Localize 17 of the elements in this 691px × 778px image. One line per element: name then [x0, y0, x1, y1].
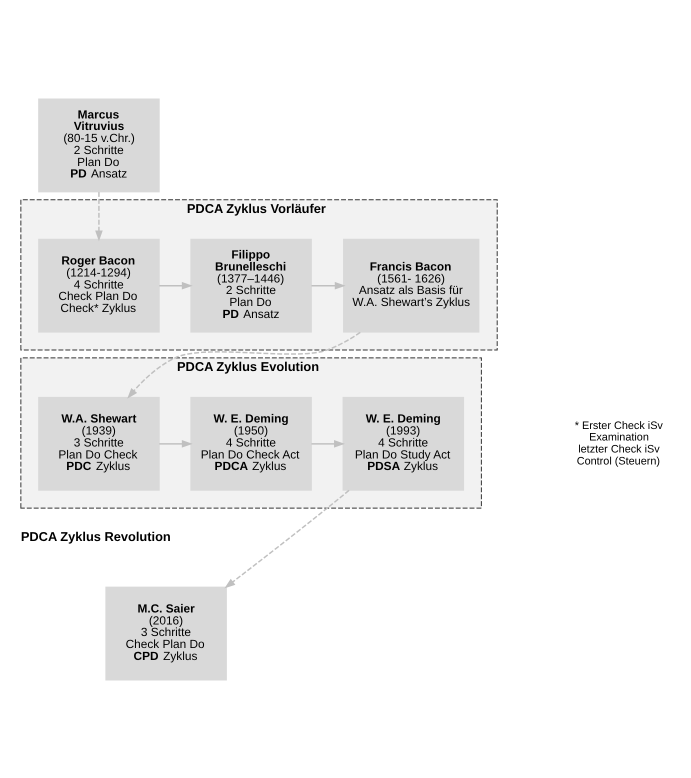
node-box: M.C. Saier (2016) 3 Schritte Check Plan Do CPD Zyklus [105, 586, 227, 680]
node-box: W. E. Deming (1950) 4 Schritte Plan Do Check Act PDCA Zyklus [190, 396, 312, 490]
arrow [311, 281, 346, 290]
arrow [159, 440, 193, 448]
node-text: PDCA Zyklus Revolution [20, 528, 171, 544]
node-box: Roger Bacon (1214-1294) 4 Schritte Check Plan Do Check* Zyklus [38, 238, 160, 332]
arrow [311, 440, 345, 448]
node-box: Francis Bacon (1561- 1626) Ansatz als Basis für W.A. Shewart’s Zyklus [343, 238, 480, 332]
label: * Erster Check iSv Examination letzter Check iSv Control (Steuern) [574, 419, 663, 467]
node-box: W. E. Deming (1993) 4 Schritte Plan Do Study Act PDSA Zyklus [342, 396, 464, 490]
arrow [224, 489, 350, 588]
node-box: W.A. Shewart (1939) 3 Schritte Plan Do Check PDC Zyklus [38, 396, 160, 490]
arrow [127, 331, 361, 398]
arrow [159, 281, 193, 290]
arrow [95, 192, 103, 241]
node-box: Marcus Vitruvius (80-15 v.Chr.) 2 Schritte Plan Do PD Ansatz [38, 98, 160, 192]
node-box: Filippo Brunelleschi (1377–1446) 2 Schritte Plan Do PD Ansatz [190, 238, 312, 332]
